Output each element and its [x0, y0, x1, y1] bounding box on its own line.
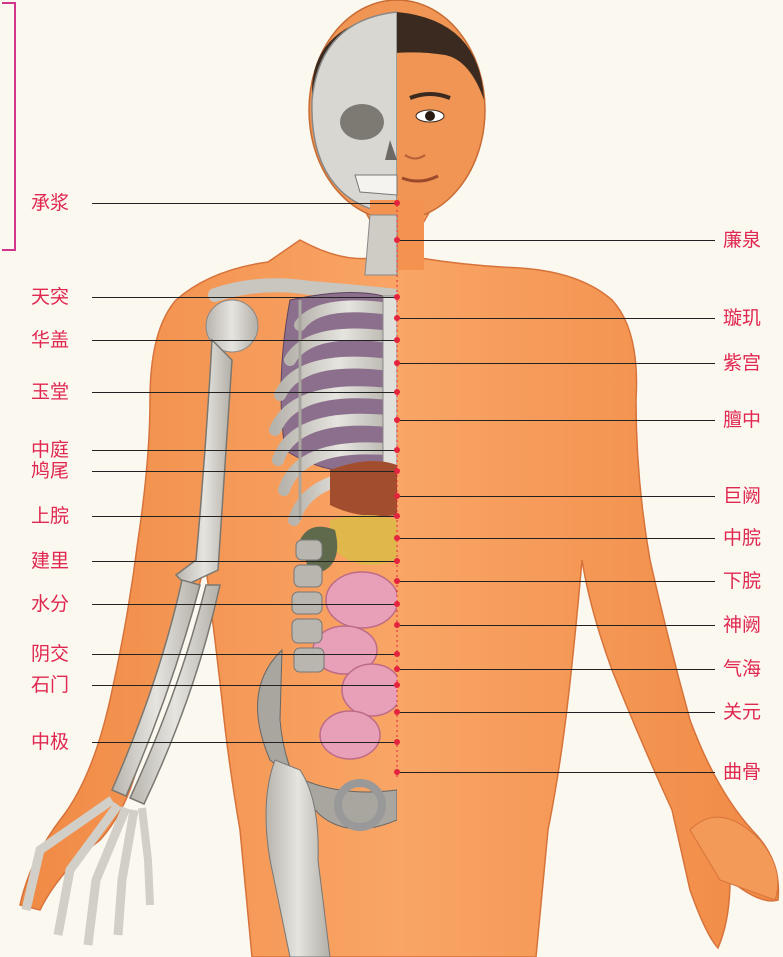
- acupoint-label: 气海: [723, 658, 761, 680]
- acupoint-dot: [394, 578, 400, 584]
- acupoint-label: 中脘: [723, 527, 761, 549]
- acupoint-dot: [394, 337, 400, 343]
- acupoint-label: 神阙: [723, 614, 761, 636]
- acupoint-label: 建里: [31, 550, 69, 572]
- acupoint-dot: [394, 739, 400, 745]
- acupoint-dot: [394, 558, 400, 564]
- acupoint-dot: [394, 769, 400, 775]
- acupoint-dot: [394, 709, 400, 715]
- leader-line: [92, 685, 397, 686]
- acupoint-dot: [394, 682, 400, 688]
- acupoint-dot: [394, 666, 400, 672]
- leader-line: [397, 669, 715, 670]
- leader-line: [92, 340, 397, 341]
- leader-line: [92, 742, 397, 743]
- leader-line: [397, 772, 715, 773]
- acupoint-label: 中极: [31, 731, 69, 753]
- leader-line: [397, 318, 715, 319]
- acupoint-label: 石门: [31, 674, 69, 696]
- leader-line: [397, 420, 715, 421]
- acupoint-dot: [394, 447, 400, 453]
- head: [309, 0, 485, 220]
- acupoint-label: 水分: [31, 593, 69, 615]
- acupoint-label: 天突: [31, 286, 69, 308]
- acupoint-label: 膻中: [723, 409, 761, 431]
- leader-line: [397, 625, 715, 626]
- acupoint-label: 璇玑: [723, 307, 761, 329]
- acupoint-label: 玉堂: [31, 381, 69, 403]
- acupoint-dot: [394, 389, 400, 395]
- leader-line: [92, 203, 397, 204]
- acupoint-dot: [394, 513, 400, 519]
- acupoint-dot: [394, 535, 400, 541]
- leader-line: [397, 496, 715, 497]
- acupoint-dot: [394, 622, 400, 628]
- leader-line: [92, 604, 397, 605]
- acupoint-label: 曲骨: [723, 761, 761, 783]
- acupoint-dot: [394, 237, 400, 243]
- acupoint-dot: [394, 315, 400, 321]
- leader-line: [92, 561, 397, 562]
- leader-line: [92, 297, 397, 298]
- acupoint-label: 中庭: [31, 439, 69, 461]
- acupoint-dot: [394, 601, 400, 607]
- leader-line: [397, 581, 715, 582]
- cervical-spine: [365, 215, 397, 275]
- acupoint-dot: [394, 200, 400, 206]
- acupoint-dot: [394, 360, 400, 366]
- leader-line: [92, 654, 397, 655]
- leader-line: [397, 712, 715, 713]
- acupoint-label: 廉泉: [723, 229, 761, 251]
- acupoint-dot: [394, 294, 400, 300]
- body-silhouette: [20, 190, 778, 957]
- leader-line: [92, 450, 397, 451]
- acupoint-label: 阴交: [31, 643, 69, 665]
- acupoint-label: 巨阙: [723, 485, 761, 507]
- leader-line: [92, 516, 397, 517]
- acupoint-label: 承浆: [31, 192, 69, 214]
- acupoint-dot: [394, 417, 400, 423]
- acupoint-dot: [394, 468, 400, 474]
- acupoint-label: 鸠尾: [31, 460, 69, 482]
- leader-line: [397, 240, 715, 241]
- acupoint-label: 上脘: [31, 505, 69, 527]
- acupoint-label: 紫宫: [723, 352, 761, 374]
- leader-line: [92, 392, 397, 393]
- acupoint-label: 关元: [723, 701, 761, 723]
- acupoint-dot: [394, 651, 400, 657]
- leader-line: [397, 363, 715, 364]
- leader-line: [92, 471, 397, 472]
- acupoint-dot: [394, 493, 400, 499]
- acupoint-label: 下脘: [723, 570, 761, 592]
- leader-line: [397, 538, 715, 539]
- acupoint-label: 华盖: [31, 329, 69, 351]
